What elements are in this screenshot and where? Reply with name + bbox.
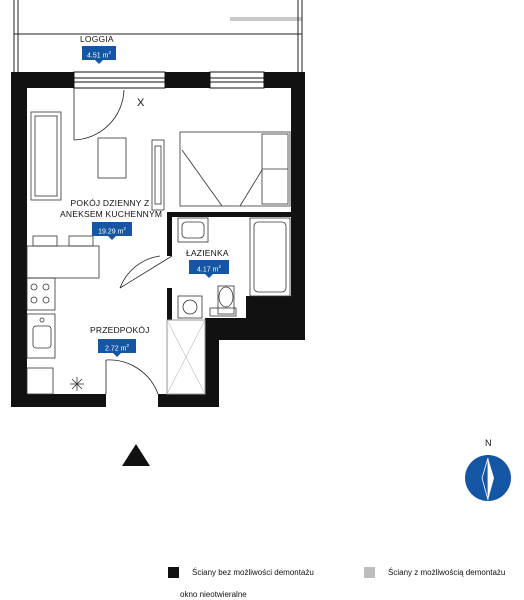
room-label-bathroom: ŁAZIENKA: [186, 248, 229, 258]
loggia-area: [13, 0, 303, 72]
bathroom-fixtures: [177, 217, 291, 319]
area-tag-living: 19.29 m2: [92, 222, 132, 240]
door-swings: [73, 88, 173, 395]
area-tag-hall: 2.72 m2: [98, 339, 136, 357]
windows: [73, 71, 265, 89]
area-tag-bathroom: 4.17 m2: [189, 260, 229, 278]
furniture: [26, 111, 291, 395]
north-label: N: [485, 438, 492, 448]
legend-fixed-walls: Ściany bez możliwości demontażu: [192, 568, 314, 577]
electrical-symbol: [70, 377, 84, 391]
room-label-hall: PRZEDPOKÓJ: [90, 325, 150, 335]
room-label-living: POKÓJ DZIENNY Z ANEKSEM KUCHENNYM: [60, 198, 163, 219]
area-tag-loggia: 4.51 m2: [82, 46, 116, 64]
legend-removable-swatch: [364, 567, 375, 578]
legend-removable-walls: Ściany z możliwością demontażu: [388, 568, 506, 577]
room-label-loggia: LOGGIA: [80, 34, 114, 44]
entrance-arrow-icon: [122, 444, 150, 466]
north-compass-icon: [465, 455, 511, 501]
door-marker: X: [137, 97, 145, 109]
removable-walls: [166, 319, 206, 395]
legend-fixed-swatch: [168, 567, 179, 578]
fixed-walls: [11, 72, 305, 407]
legend-window-note: okno nieotwieralne: [180, 590, 247, 599]
